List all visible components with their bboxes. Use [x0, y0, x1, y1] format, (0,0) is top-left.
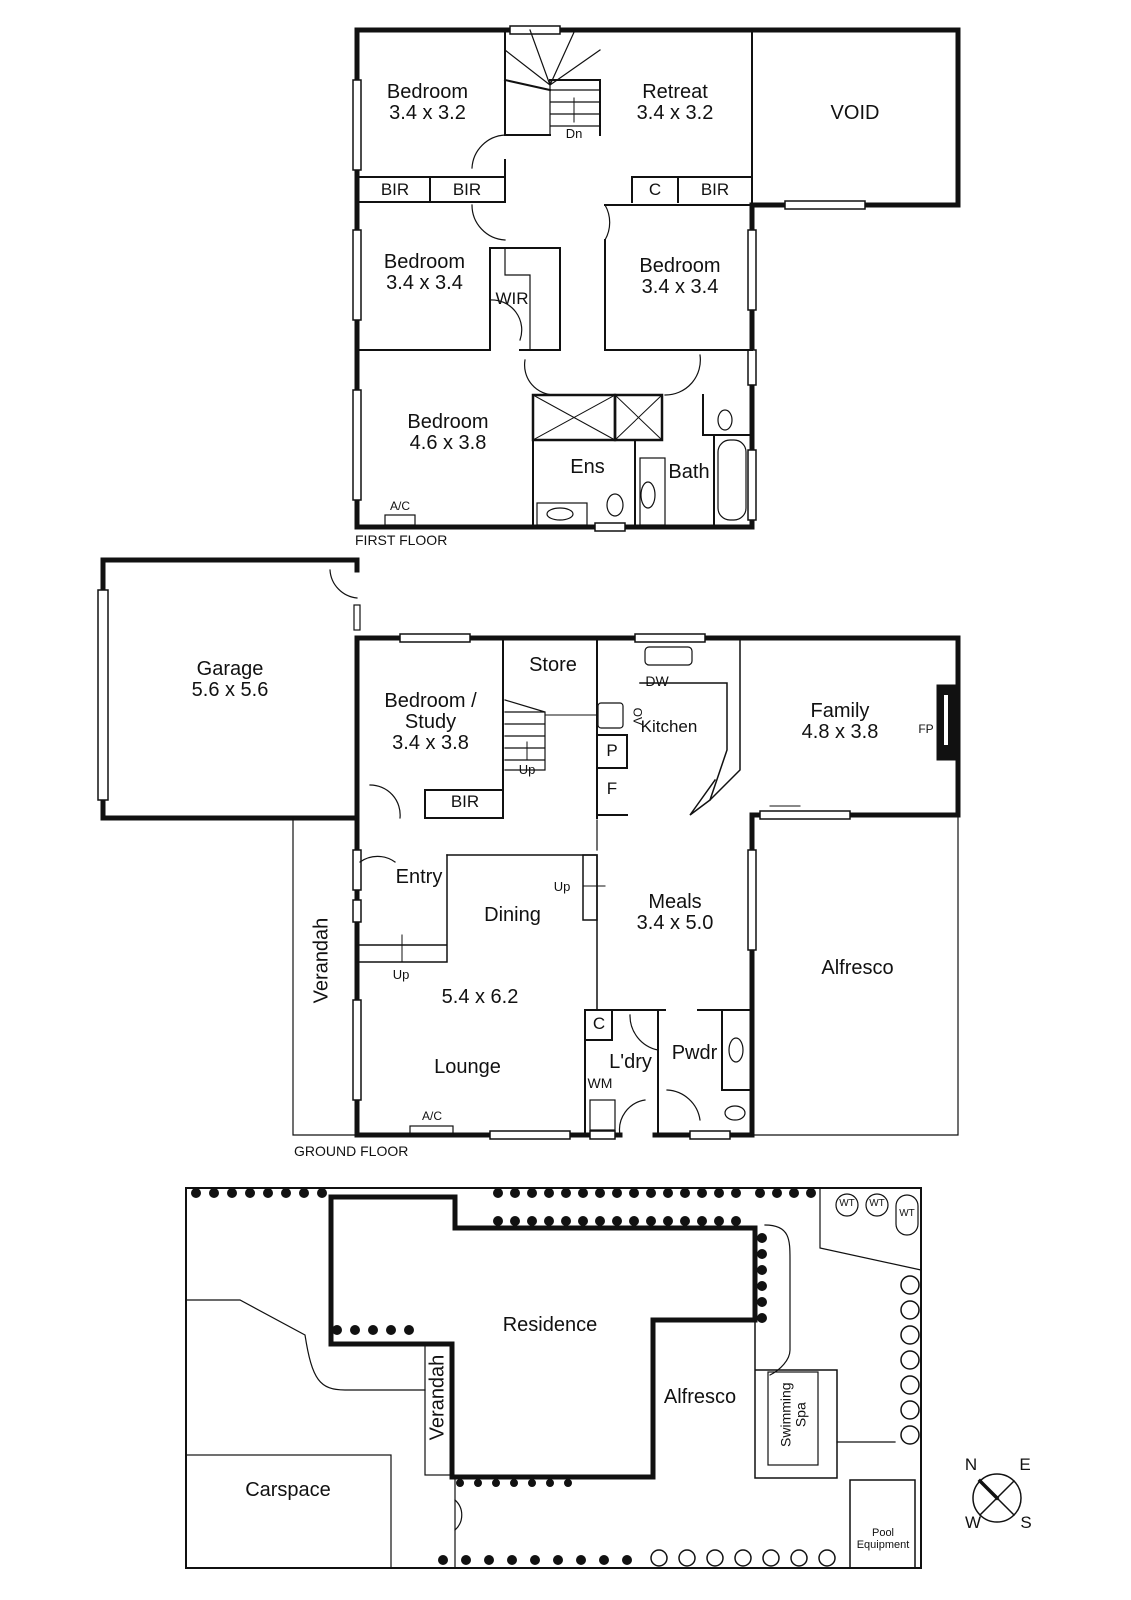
spa-label-1: Swimming [777, 1382, 794, 1447]
first-floor-title: FIRST FLOOR [355, 532, 448, 548]
site-carspace: Carspace [245, 1479, 331, 1501]
spa-label-2: Spa [792, 1402, 808, 1428]
room-lounge: Lounge [434, 1056, 501, 1078]
fixture-washing-machine: WM [587, 1075, 613, 1091]
room-lounge-dims: 5.4 x 6.2 [441, 986, 519, 1008]
room-dims: 3.4 x 3.4 [386, 272, 463, 294]
stairs-up-label: Up [518, 762, 536, 777]
room-name: Garage [196, 658, 264, 680]
site-plan [185, 1187, 1022, 1569]
room-entry: Entry [395, 866, 443, 888]
fixture-pantry: P [606, 741, 618, 760]
room-dining: Dining [484, 904, 541, 926]
room-bedroom-w: Bedroom 3.4 x 3.4 [367, 252, 482, 294]
water-tank-icon: WT [869, 1198, 885, 1209]
first-floor-walls [352, 25, 961, 532]
room-dims: 3.4 x 3.8 [392, 732, 469, 754]
room-retreat: Retreat 3.4 x 3.2 [615, 82, 735, 124]
room-bedroom-nw: Bedroom 3.4 x 3.2 [370, 82, 485, 124]
room-dims: 3.4 x 3.2 [636, 102, 714, 124]
compass-north: N [964, 1455, 978, 1474]
room-powder: Pwdr [671, 1042, 718, 1064]
fixture-fireplace: FP [918, 722, 934, 736]
water-tank-icon: WT [899, 1208, 915, 1219]
room-bedroom-e: Bedroom 3.4 x 3.4 [620, 256, 740, 298]
room-name: Bedroom [639, 255, 721, 277]
room-laundry: L'dry [609, 1051, 652, 1073]
room-bedroom-master: Bedroom 4.6 x 3.8 [388, 412, 508, 454]
fixture-cupboard: C [592, 1014, 606, 1033]
room-dims: 3.4 x 5.0 [636, 912, 714, 934]
fixture-bir: BIR [450, 792, 480, 811]
site-swimming-spa: Swimming Spa [777, 1375, 808, 1455]
compass-west: W [964, 1513, 982, 1532]
room-name-2: Study [404, 711, 457, 733]
room-family: Family 4.8 x 3.8 [780, 701, 900, 743]
site-verandah: Verandah [426, 1354, 449, 1441]
room-name: Bedroom [407, 411, 489, 433]
room-name: Meals [648, 891, 702, 913]
room-name: Family [810, 700, 870, 722]
room-void: VOID [830, 102, 880, 124]
fixture-ac: A/C [389, 499, 410, 513]
room-garage: Garage 5.6 x 5.6 [170, 659, 290, 701]
fixture-cupboard: C [648, 180, 662, 199]
fixture-bir: BIR [700, 180, 730, 199]
room-store: Store [529, 654, 577, 676]
water-tank-icon: WT [839, 1198, 855, 1209]
room-dims: 3.4 x 3.4 [641, 276, 719, 298]
ground-floor-walls [97, 557, 961, 1140]
site-pool-equipment: Pool Equipment [852, 1527, 914, 1551]
ground-floor-title: GROUND FLOOR [294, 1143, 409, 1159]
site-shrubs [191, 1188, 816, 1565]
room-bedroom-study: Bedroom / Study 3.4 x 3.8 [368, 691, 493, 754]
room-alfresco: Alfresco [821, 957, 894, 979]
compass-east: E [1019, 1455, 1031, 1474]
compass-south: S [1020, 1513, 1032, 1532]
room-dims: 3.4 x 3.2 [389, 102, 466, 124]
stairs-up-label: Up [392, 967, 410, 982]
room-verandah: Verandah [310, 917, 333, 1004]
site-trees [650, 1275, 920, 1567]
pool-label-2: Equipment [856, 1538, 910, 1551]
room-name: Retreat [642, 81, 708, 103]
room-meals: Meals 3.4 x 5.0 [615, 892, 735, 934]
fixture-ac: A/C [421, 1109, 442, 1123]
room-kitchen: Kitchen [640, 717, 698, 736]
fixture-wir: WIR [495, 289, 529, 308]
fixture-fridge: F [606, 779, 618, 798]
room-name: Bedroom / [384, 690, 477, 712]
room-name: Bedroom [386, 81, 469, 103]
room-name: Bedroom [383, 251, 466, 273]
room-dims: 4.8 x 3.8 [801, 721, 879, 743]
fixture-bir: BIR [452, 180, 482, 199]
site-residence: Residence [502, 1314, 598, 1336]
fixture-dishwasher: DW [645, 673, 669, 689]
site-alfresco: Alfresco [663, 1386, 737, 1408]
fixture-bir: BIR [380, 180, 410, 199]
room-ensuite: Ens [570, 456, 605, 478]
room-dims: 5.6 x 5.6 [191, 679, 269, 701]
stairs-down-label: Dn [565, 126, 583, 141]
room-bath: Bath [668, 461, 710, 483]
pool-label-1: Pool [871, 1527, 895, 1539]
stairs-up-label: Up [553, 879, 571, 894]
room-dims: 4.6 x 3.8 [409, 432, 487, 454]
